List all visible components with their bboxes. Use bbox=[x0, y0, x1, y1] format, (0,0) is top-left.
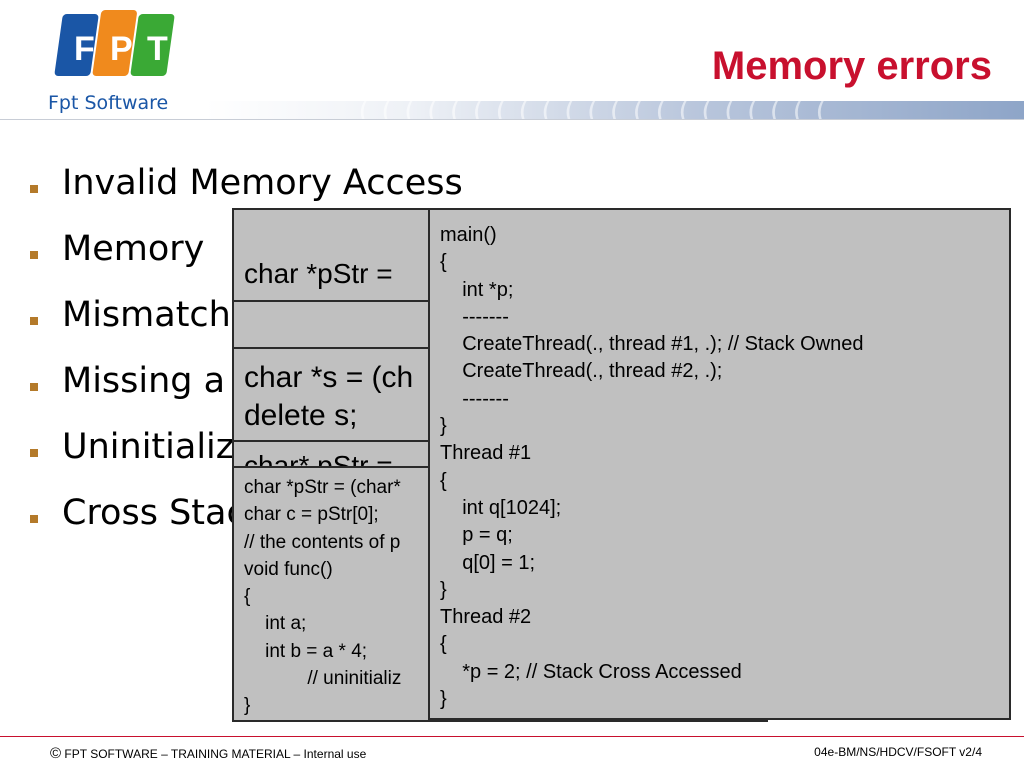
bullet-square-icon bbox=[30, 317, 38, 325]
code-text: main() { int *p; ------- CreateThread(.,… bbox=[440, 224, 864, 711]
logo-letter-t: T bbox=[147, 30, 168, 68]
bullet-text: Uninitializ bbox=[62, 427, 235, 467]
logo-letter-f: F bbox=[74, 30, 95, 68]
fpt-logo-icon: F P T bbox=[54, 10, 175, 76]
logo-text: Fpt Software bbox=[48, 92, 169, 114]
header-band: ((((((((((((((((((((( bbox=[205, 95, 1024, 128]
bullet-text: Missing a bbox=[62, 361, 226, 401]
code-text: char *s = (ch delete s; bbox=[244, 361, 414, 432]
header-divider bbox=[0, 119, 1024, 120]
bullet-square-icon bbox=[30, 185, 38, 193]
footer-left-text: FPT SOFTWARE – TRAINING MATERIAL – Inter… bbox=[64, 747, 367, 761]
bullet-text: Invalid Memory Access bbox=[62, 163, 463, 203]
bullet-square-icon bbox=[30, 383, 38, 391]
fpt-logo: F P T Fpt Software bbox=[48, 6, 183, 116]
bullet-text: Cross Stac bbox=[62, 493, 246, 533]
footer-divider bbox=[0, 736, 1024, 737]
code-box-cross-stack: main() { int *p; ------- CreateThread(.,… bbox=[428, 208, 1011, 720]
bullet-text: Mismatch bbox=[62, 295, 231, 335]
header-band-decoration: ((((((((((((((((((((( bbox=[355, 95, 836, 128]
copyright-symbol: © bbox=[50, 745, 62, 762]
bullet-square-icon bbox=[30, 251, 38, 259]
code-text: char *pStr = bbox=[244, 258, 393, 289]
logo-letter-p: P bbox=[110, 30, 133, 68]
footer-copyright: © FPT SOFTWARE – TRAINING MATERIAL – Int… bbox=[50, 745, 366, 762]
page-title: Memory errors bbox=[711, 44, 992, 88]
code-text: char *pStr = (char* char c = pStr[0]; //… bbox=[244, 477, 402, 717]
footer-doc-code: 04e-BM/NS/HDCV/FSOFT v2/4 bbox=[814, 745, 982, 759]
bullet-square-icon bbox=[30, 515, 38, 523]
bullet-text: Memory bbox=[62, 229, 205, 269]
bullet-square-icon bbox=[30, 449, 38, 457]
